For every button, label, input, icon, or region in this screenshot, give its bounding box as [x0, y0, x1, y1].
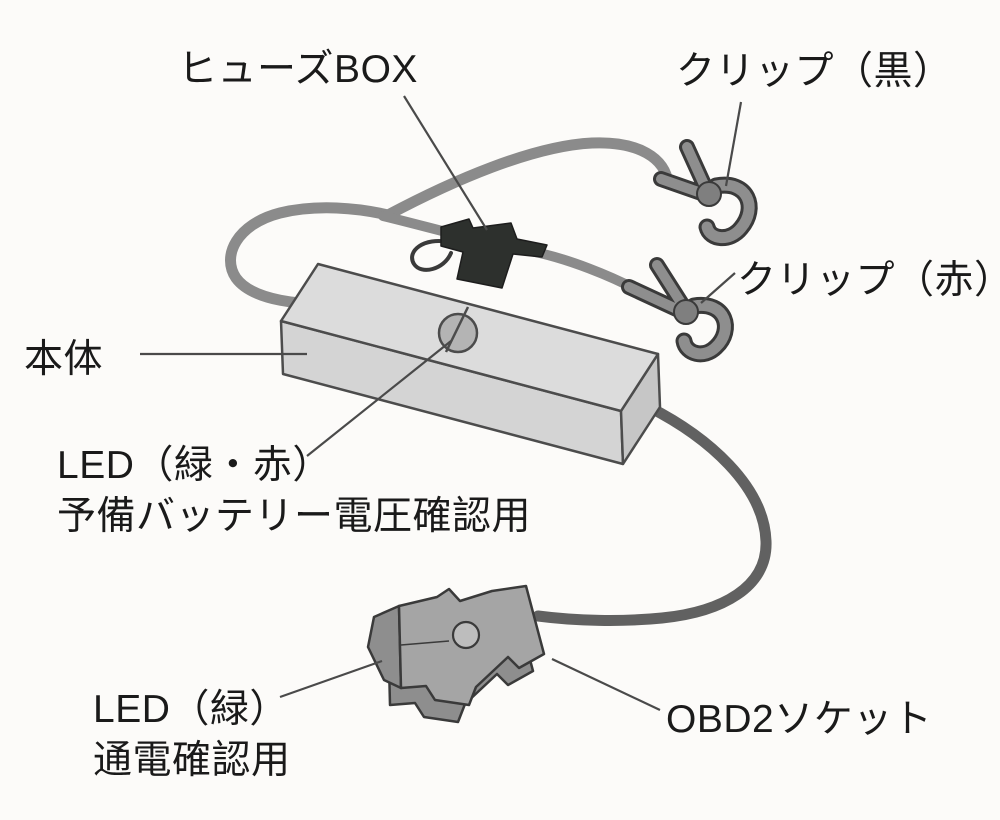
black-clip-pivot	[696, 181, 722, 207]
label-clip-red: クリップ（赤）	[737, 259, 1000, 302]
leader-clip-red	[700, 272, 736, 304]
socket-led	[451, 620, 481, 650]
wire-to-red-clip	[378, 211, 653, 301]
main-body-shape	[279, 262, 662, 466]
fuse-holder-loop	[410, 238, 453, 272]
fuse-box-shape	[440, 218, 548, 289]
leader-obd2-socket	[551, 658, 661, 711]
red-clip-pivot	[673, 299, 699, 325]
red-clip-jaw	[678, 299, 731, 360]
obd2-socket-shape	[366, 584, 546, 724]
label-led-green-red: LED（緑・赤） 予備バッテリー電圧確認用	[57, 440, 531, 543]
leader-led-green	[279, 659, 383, 699]
label-body: 本体	[24, 338, 104, 381]
label-led-green-title: LED（緑）	[93, 688, 289, 731]
label-led-green-red-title: LED（緑・赤）	[57, 444, 332, 487]
leader-lines	[140, 95, 743, 711]
black-clip-jaw	[701, 179, 755, 244]
label-led-green-desc: 通電確認用	[93, 739, 291, 783]
wire-to-obd2-socket	[532, 401, 772, 626]
wire-to-black-clip	[225, 137, 674, 310]
label-fuse-box: ヒューズBOX	[178, 48, 418, 91]
red-clip-shape	[621, 257, 734, 363]
screw-slot	[444, 306, 470, 353]
black-clip-shape	[653, 139, 758, 247]
leader-clip-black	[724, 101, 743, 187]
label-obd2-socket: OBD2ソケット	[666, 698, 933, 741]
obd2-socket-crease	[400, 640, 450, 646]
leader-led-green-red	[306, 340, 452, 457]
leader-fuse-box	[403, 95, 488, 231]
label-led-green: LED（緑） 通電確認用	[93, 684, 291, 787]
label-clip-black: クリップ（黒）	[676, 50, 953, 93]
label-led-green-red-desc: 予備バッテリー電圧確認用	[57, 495, 532, 539]
obd2-socket-end-face	[366, 604, 403, 690]
